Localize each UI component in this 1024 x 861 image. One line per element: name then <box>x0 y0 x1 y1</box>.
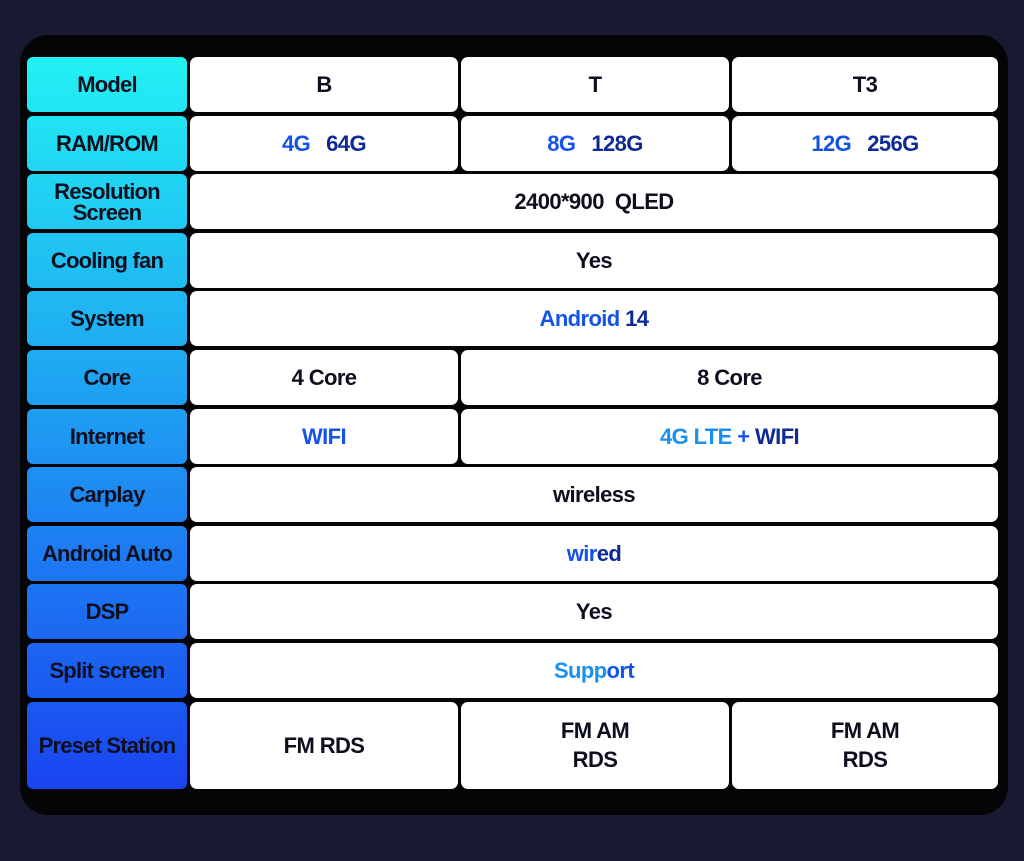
row-label-ram-rom: RAM/ROM <box>27 115 187 171</box>
ram-rom-t3: 12G 256G <box>732 115 998 171</box>
internet-plus: + <box>731 423 756 449</box>
android-auto-value-part1: wir <box>566 540 598 566</box>
row-label-resolution: Resolution Screen <box>27 174 187 230</box>
system-os: Android <box>539 306 621 332</box>
core-b: 4 Core <box>190 349 458 405</box>
ram-t: 8G <box>547 130 576 156</box>
internet-wifi: WIFI <box>755 423 800 449</box>
model-t3-header: T3 <box>732 57 998 112</box>
ram-rom-t: 8G 128G <box>461 115 729 171</box>
row-label-split-screen: Split screen <box>27 642 187 698</box>
internet-b-wifi: WIFI <box>301 423 347 449</box>
dsp-value: Yes <box>190 584 998 640</box>
row-label-android-auto: Android Auto <box>27 525 187 581</box>
internet-b: WIFI <box>190 408 458 464</box>
preset-t3: FM AM RDS <box>732 701 998 789</box>
system-value: Android 14 <box>190 291 998 347</box>
rom-t3: 256G <box>867 130 919 156</box>
split-screen-value-part1: Supp <box>553 657 607 683</box>
preset-b: FM RDS <box>190 701 458 789</box>
split-screen-value-part2: ort <box>606 657 635 683</box>
internet-lte: 4G LTE <box>659 423 732 449</box>
row-label-preset-station: Preset Station <box>27 701 187 789</box>
android-auto-value-part2: ed <box>596 540 622 566</box>
internet-t-t3: 4G LTE + WIFI <box>461 408 998 464</box>
ram-b: 4G <box>282 130 311 156</box>
row-label-core: Core <box>27 349 187 405</box>
core-t-t3: 8 Core <box>461 349 998 405</box>
rom-t: 128G <box>591 130 643 156</box>
preset-t: FM AM RDS <box>461 701 729 789</box>
row-label-cooling-fan: Cooling fan <box>27 232 187 288</box>
row-label-carplay: Carplay <box>27 467 187 523</box>
row-label-internet: Internet <box>27 408 187 464</box>
rom-b: 64G <box>326 130 366 156</box>
ram-rom-b: 4G 64G <box>190 115 458 171</box>
carplay-value: wireless <box>190 467 998 523</box>
resolution-value: 2400*900 QLED <box>190 174 998 230</box>
model-b-header: B <box>190 57 458 112</box>
model-t-header: T <box>461 57 729 112</box>
row-label-model: Model <box>27 57 187 112</box>
row-label-dsp: DSP <box>27 584 187 640</box>
row-label-system: System <box>27 291 187 347</box>
system-version: 14 <box>619 306 649 332</box>
spec-table: Model B T T3 RAM/ROM 4G 64G 8G 128G 12G 256… <box>27 57 998 789</box>
cooling-fan-value: Yes <box>190 232 998 288</box>
ram-t3: 12G <box>811 130 852 156</box>
